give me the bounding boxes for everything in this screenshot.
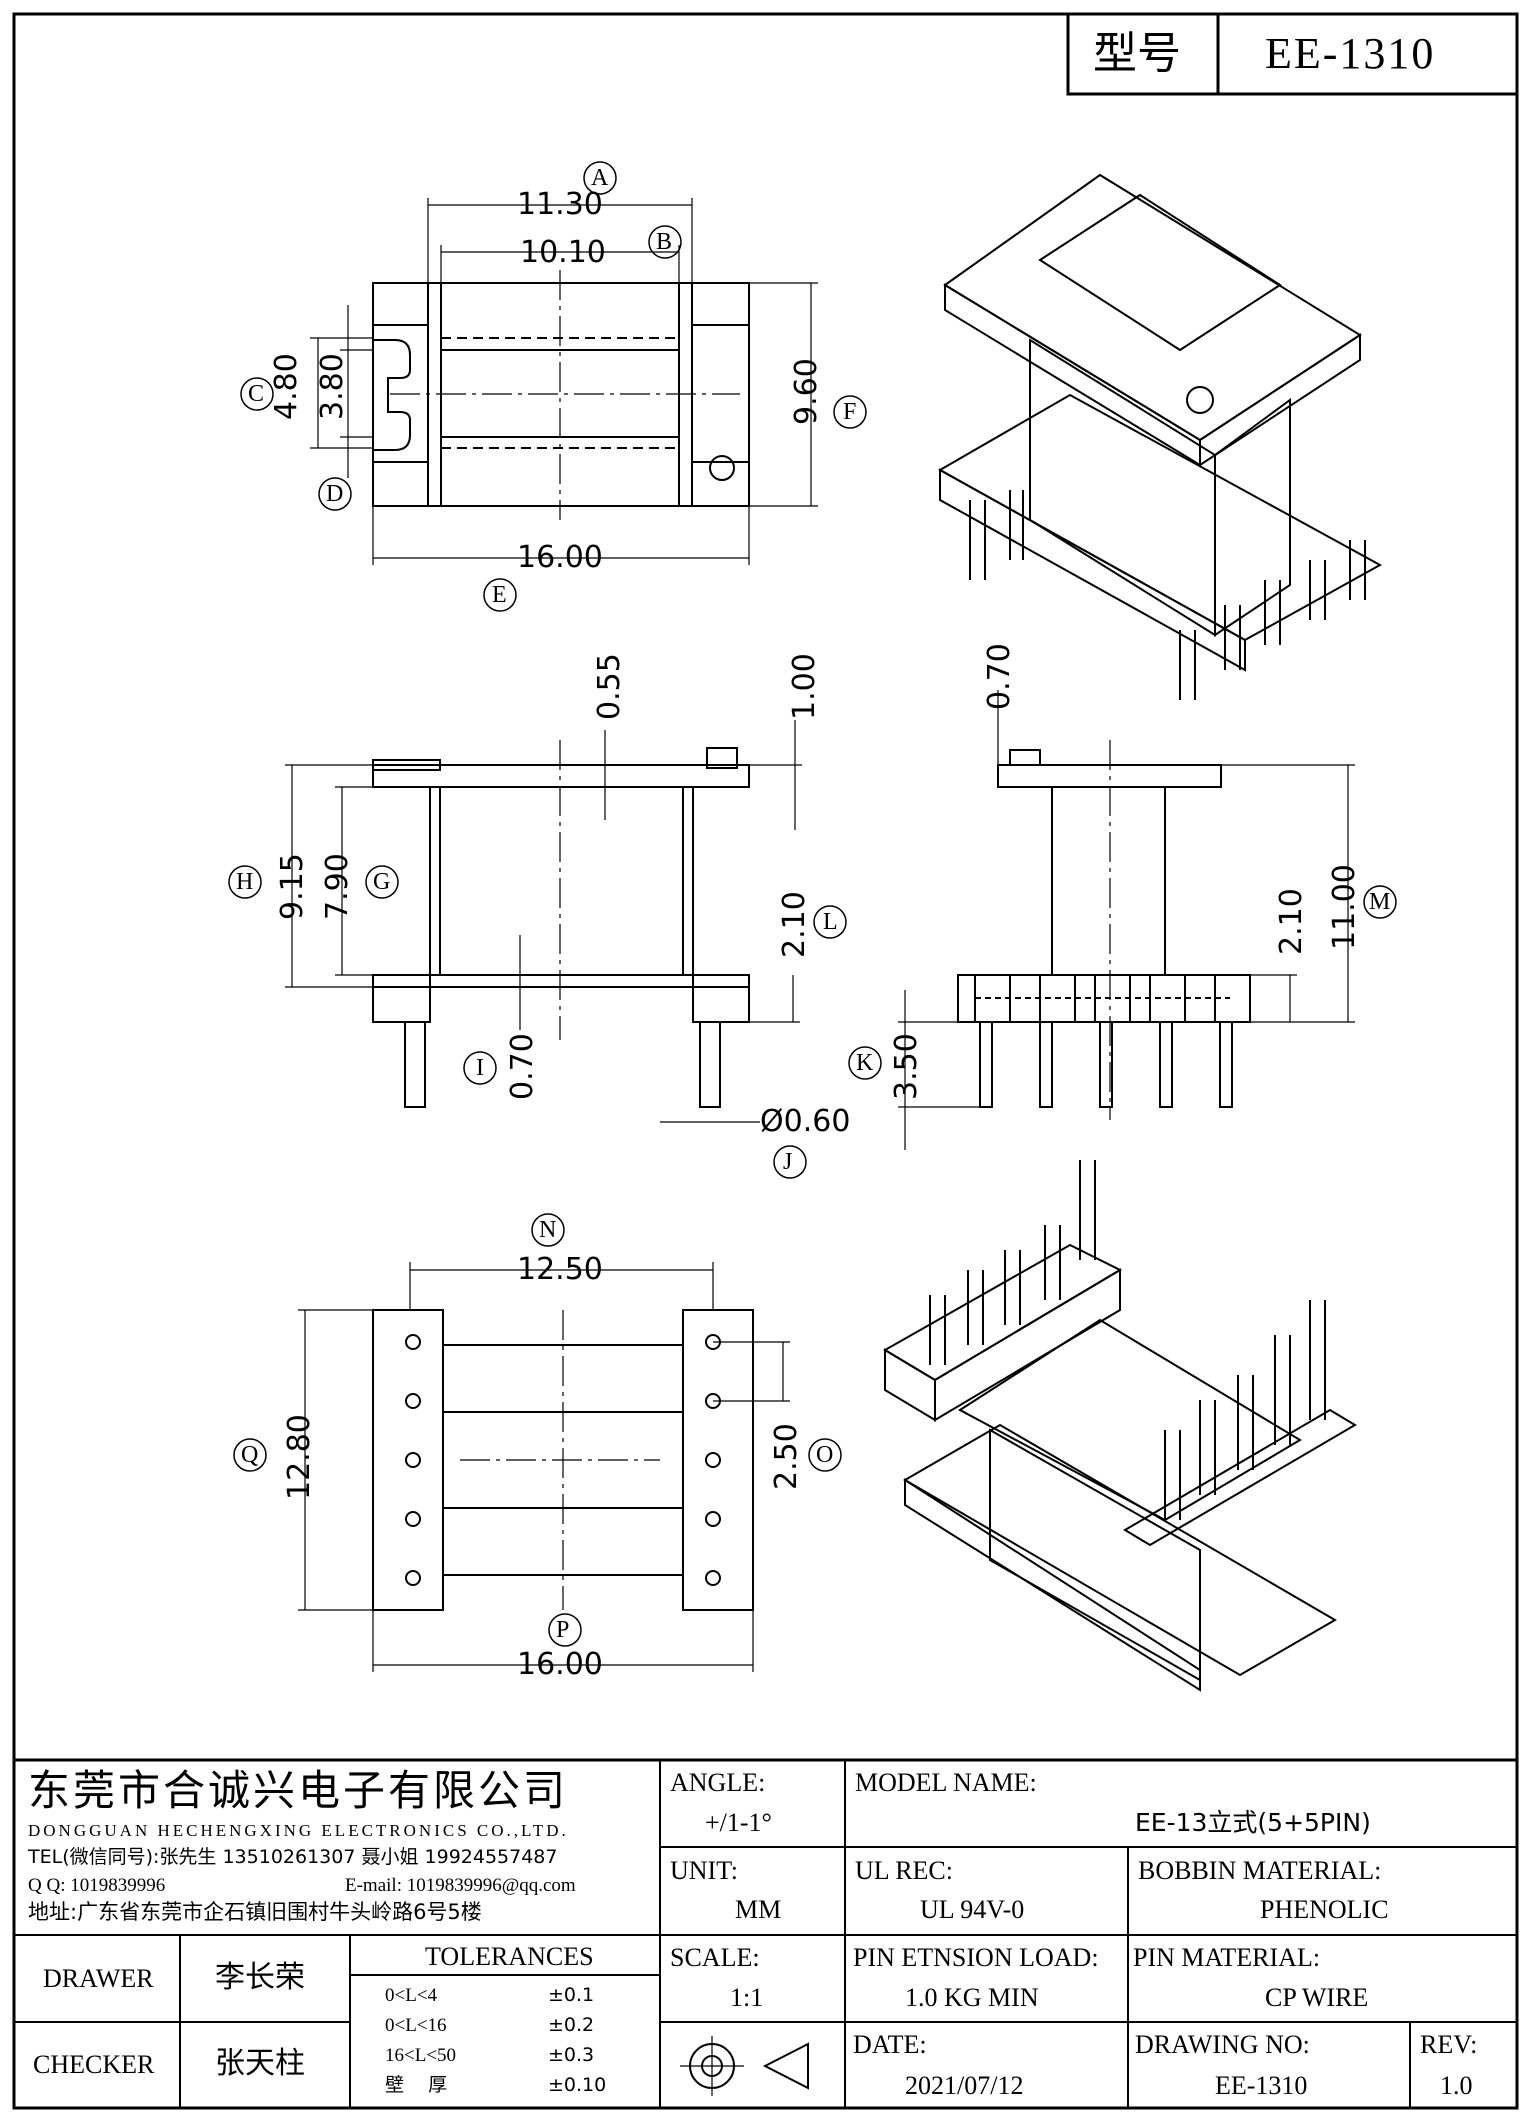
dim-a: 11.30 [517, 187, 603, 222]
company-tel: TEL(微信同号):张先生 13510261307 聂小姐 1992455748… [28, 1846, 558, 1868]
circle-labels [228, 161, 1397, 1647]
tolerance-range: 0<L<16 [385, 2015, 447, 2036]
label-c: C [248, 381, 265, 407]
header-box [1066, 12, 1519, 96]
dim-j: Ø0.60 [760, 1104, 851, 1139]
drawer-label: DRAWER [43, 1964, 154, 1993]
tolerance-range: 16<L<50 [385, 2045, 457, 2066]
pin-material-value: CP WIRE [1265, 1983, 1369, 2012]
top-view [310, 198, 818, 565]
dim-k: 3.50 [889, 1033, 924, 1100]
angle-label: ANGLE: [670, 1768, 766, 1797]
dim-210-side: 2.10 [1274, 888, 1309, 955]
label-f: F [843, 399, 857, 425]
model-label: 型号 [1093, 28, 1181, 79]
tolerance-value: ±0.2 [548, 2014, 595, 2036]
model-name-label: MODEL NAME: [855, 1768, 1037, 1797]
ul-value: UL 94V-0 [920, 1895, 1025, 1924]
label-q: Q [241, 1442, 259, 1468]
rev-value: 1.0 [1440, 2071, 1473, 2100]
dim-g: 7.90 [320, 853, 355, 920]
drawing-no-value: EE-1310 [1215, 2071, 1308, 2100]
title-block-grid [14, 1758, 1517, 2108]
ul-label: UL REC: [855, 1856, 953, 1885]
label-j: J [783, 1149, 793, 1175]
pin-material-label: PIN MATERIAL: [1133, 1943, 1321, 1972]
company-email: E-mail: 1019839996@qq.com [345, 1875, 576, 1896]
company-name-en: DONGGUAN HECHENGXING ELECTRONICS CO.,LTD… [28, 1821, 569, 1840]
dim-070-side: 0.70 [982, 643, 1017, 710]
dim-c: 4.80 [269, 353, 304, 420]
model-name-value: EE-13立式(5+5PIN) [1135, 1808, 1371, 1837]
side-view [898, 690, 1355, 1150]
tolerance-value: ±0.3 [548, 2044, 595, 2066]
tolerance-range: 壁 厚 [385, 2074, 448, 2096]
bottom-view [298, 1262, 790, 1672]
label-a: A [591, 165, 609, 191]
dim-i: 0.70 [505, 1033, 540, 1100]
tolerances-title: TOLERANCES [425, 1942, 594, 1971]
tolerance-value: ±0.10 [548, 2074, 607, 2096]
dim-100: 1.00 [787, 653, 822, 720]
label-h: H [236, 869, 254, 895]
dim-q: 12.80 [282, 1414, 317, 1500]
pin-load-value: 1.0 KG MIN [905, 1983, 1039, 2012]
checker-name: 张天柱 [215, 2046, 305, 2081]
scale-label: SCALE: [670, 1943, 760, 1972]
tolerance-value: ±0.1 [548, 1984, 595, 2006]
label-e: E [492, 582, 507, 608]
dim-p: 16.00 [517, 1647, 603, 1682]
angle-value: +/1-1° [705, 1808, 772, 1837]
front-view [285, 720, 802, 1123]
rev-label: REV: [1420, 2030, 1478, 2059]
dim-f: 9.60 [789, 358, 824, 425]
label-b: B [656, 229, 673, 255]
drawing-no-label: DRAWING NO: [1135, 2030, 1310, 2059]
dim-l: 2.10 [777, 891, 812, 958]
dim-m: 11.00 [1327, 864, 1362, 950]
label-g: G [373, 869, 391, 895]
model-number: EE-1310 [1265, 29, 1436, 78]
company-qq: Q Q: 1019839996 [28, 1875, 166, 1896]
label-k: K [856, 1050, 874, 1076]
dim-o: 2.50 [769, 1423, 804, 1490]
label-l: L [823, 909, 838, 935]
dim-055: 0.55 [592, 653, 627, 720]
label-i: I [476, 1055, 484, 1081]
dim-b: 10.10 [520, 235, 606, 270]
isometric-view-top [937, 173, 1383, 700]
label-o: O [816, 1442, 834, 1468]
company-address: 地址:广东省东莞市企石镇旧围村牛头岭路6号5楼 [28, 1900, 482, 1924]
scale-value: 1:1 [730, 1983, 764, 2012]
label-m: M [1369, 889, 1391, 915]
label-n: N [539, 1217, 557, 1243]
dim-e: 16.00 [517, 540, 603, 575]
unit-value: MM [735, 1895, 782, 1924]
dim-d: 3.80 [315, 353, 350, 420]
bobbin-value: PHENOLIC [1260, 1895, 1389, 1924]
tolerance-range: 0<L<4 [385, 1985, 438, 2006]
pin-load-label: PIN ETNSION LOAD: [853, 1943, 1099, 1972]
company-name-cn: 东莞市合诚兴电子有限公司 [28, 1766, 569, 1815]
checker-label: CHECKER [33, 2050, 155, 2079]
bobbin-label: BOBBIN MATERIAL: [1138, 1856, 1382, 1885]
label-d: D [326, 481, 344, 507]
dim-n: 12.50 [517, 1252, 603, 1287]
isometric-view-bottom [883, 1160, 1357, 1692]
outer-border [12, 12, 1519, 2110]
date-value: 2021/07/12 [905, 2071, 1024, 2100]
dim-h: 9.15 [275, 853, 310, 920]
date-label: DATE: [853, 2030, 927, 2059]
unit-label: UNIT: [670, 1856, 739, 1885]
drawer-name: 李长荣 [215, 1960, 305, 1995]
label-p: P [556, 1617, 570, 1643]
